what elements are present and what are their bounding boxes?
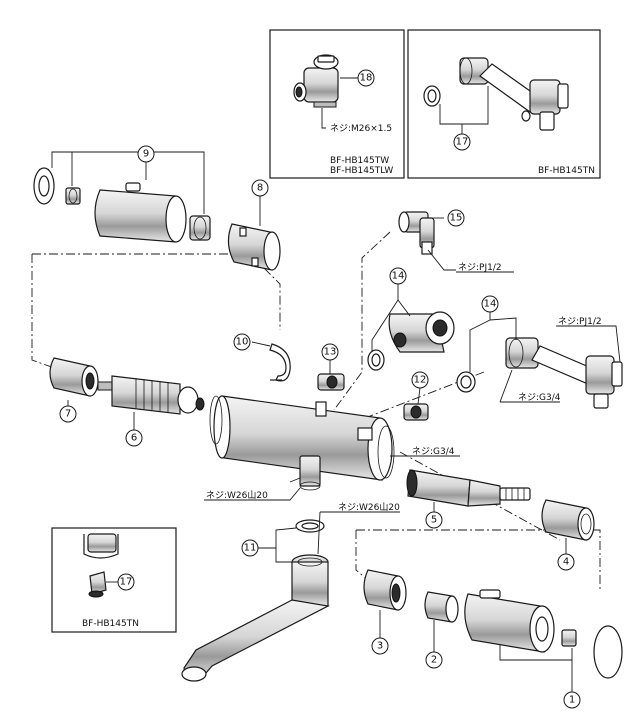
assembly-line-bottom-right (356, 529, 601, 590)
svg-text:14: 14 (392, 271, 405, 282)
thread-label-g34-right: ネジ:G3/4 (518, 392, 561, 403)
part-2-sleeve (424, 591, 459, 623)
callout-4: 4 (557, 553, 575, 571)
model-label-hb145tlw: BF-HB145TLW (330, 166, 393, 176)
callout-14-left: 14 (389, 267, 407, 285)
callout-12: 12 (411, 371, 429, 389)
assembly-line-left (32, 253, 281, 330)
callout-8: 8 (251, 179, 269, 197)
model-label-hb145tw: BF-HB145TW (330, 156, 389, 166)
part-6-thermo-cartridge (97, 375, 205, 415)
callout-1: 1 (563, 691, 581, 709)
part-11-spout (181, 519, 330, 682)
part-17-aerator (88, 571, 107, 598)
part-4-adapter (541, 499, 595, 541)
svg-text:7: 7 (65, 409, 71, 420)
callout-13: 13 (321, 343, 339, 361)
callout-5: 5 (425, 511, 443, 529)
inset-box-top-left: 18 ネジ:M26×1.5 BF-HB145TW BF-HB145TLW (269, 29, 405, 179)
callout-6: 6 (125, 429, 143, 447)
part-9-temp-handle-assembly (33, 167, 211, 243)
svg-text:15: 15 (450, 213, 463, 224)
thread-label-pj-15: ネジ:PJ1/2 (458, 262, 502, 273)
svg-text:13: 13 (324, 347, 337, 358)
assembly-line-15 (333, 231, 391, 411)
part-1-flow-handle (464, 589, 623, 679)
svg-text:11: 11 (244, 543, 257, 554)
callout-2: 2 (425, 651, 443, 669)
svg-text:17: 17 (456, 137, 469, 148)
part-10-clip (269, 343, 291, 382)
assembly-line-left-lower (31, 254, 61, 371)
part-18-diverter (293, 54, 339, 108)
svg-text:1: 1 (569, 695, 575, 706)
callout-3: 3 (371, 637, 389, 655)
part-3-cap-ring (363, 569, 407, 611)
svg-text:9: 9 (143, 149, 149, 160)
part-8-adapter-ring (227, 223, 281, 271)
callout-14-right: 14 (481, 295, 499, 313)
svg-text:14: 14 (484, 299, 497, 310)
part-7-cap-nut (49, 357, 99, 397)
model-label-hb145tn-top: BF-HB145TN (538, 166, 595, 176)
svg-text:2: 2 (431, 655, 437, 666)
part-13-ring (317, 373, 345, 391)
svg-text:8: 8 (257, 183, 263, 194)
callout-17: 17 (117, 573, 135, 591)
inset-box-top-right: 17 BF-HB145TN (407, 29, 601, 179)
callout-15: 15 (447, 209, 465, 227)
thread-label-w26-left: ネジ:W26山20 (206, 490, 268, 501)
model-label-hb145tn-bottom: BF-HB145TN (82, 619, 139, 629)
assembly-line-bottom (355, 530, 369, 581)
part-15-elbow (398, 211, 435, 255)
svg-text:6: 6 (131, 433, 137, 444)
part-16-crank-elbow (423, 57, 569, 131)
svg-text:17: 17 (120, 577, 133, 588)
inset-box-bottom-left: 17 BF-HB145TN (51, 527, 177, 633)
svg-text:3: 3 (377, 641, 383, 652)
callout-16: 17 (453, 133, 471, 151)
svg-text:18: 18 (360, 73, 373, 84)
svg-text:4: 4 (563, 557, 569, 568)
svg-text:12: 12 (414, 375, 427, 386)
callout-7: 7 (59, 405, 77, 423)
callout-11: 11 (241, 539, 259, 557)
part-5-flow-cartridge (406, 469, 531, 507)
thread-label-m26: ネジ:M26×1.5 (330, 123, 392, 134)
part-14-left-union (367, 311, 455, 371)
svg-text:10: 10 (236, 337, 249, 348)
callout-18: 18 (357, 69, 375, 87)
thread-label-g34-body: ネジ:G3/4 (412, 446, 455, 457)
callout-10: 10 (233, 333, 251, 351)
thread-label-w26-spout: ネジ:W26山20 (338, 502, 400, 513)
thread-label-pj-right: ネジ:PJ1/2 (558, 316, 602, 327)
main-body (209, 395, 395, 491)
part-14-right-crank (456, 337, 623, 409)
svg-text:5: 5 (431, 515, 437, 526)
callout-9: 9 (137, 145, 155, 163)
part-12-ring (403, 403, 429, 421)
